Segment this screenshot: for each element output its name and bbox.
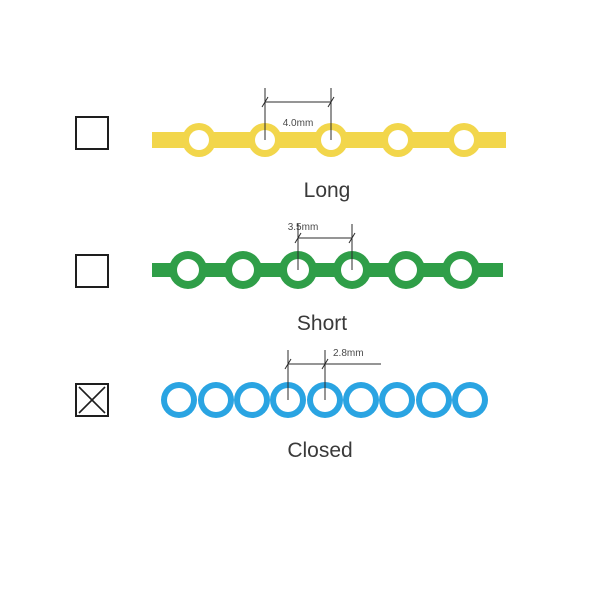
- chain-ring-hole: [450, 259, 472, 281]
- chain-ring-hole: [349, 388, 373, 412]
- option-label-closed: Closed: [287, 439, 352, 462]
- option-label-short: Short: [297, 312, 347, 335]
- spacing-label-closed: 2.8mm: [333, 348, 364, 359]
- checkbox-closed[interactable]: [75, 383, 109, 417]
- chain-ring-hole: [232, 259, 254, 281]
- option-closed: 2.8mm Closed: [75, 348, 488, 462]
- chain-ring-hole: [177, 259, 199, 281]
- spacing-dimension-closed: 2.8mm: [284, 348, 381, 400]
- spacing-dimension-long: 4.0mm: [261, 88, 335, 140]
- chain-long: [152, 123, 506, 157]
- chain-ring-hole: [167, 388, 191, 412]
- check-cross-icon: [78, 386, 106, 414]
- chain-ring-hole: [189, 130, 209, 150]
- spacing-label-short: 3.5mm: [288, 222, 319, 233]
- chain-ring-hole: [388, 130, 408, 150]
- chain-short: [152, 251, 503, 289]
- spacing-dimension-short: 3.5mm: [288, 222, 356, 270]
- option-label-long: Long: [304, 179, 351, 202]
- checkbox-long[interactable]: [75, 116, 109, 150]
- chain-ring-hole: [204, 388, 228, 412]
- option-long: 4.0mm Long: [75, 88, 506, 202]
- option-short: 3.5mm Short: [75, 222, 503, 335]
- chain-ring-hole: [454, 130, 474, 150]
- spacing-label-long: 4.0mm: [283, 118, 314, 129]
- chain-ring-hole: [395, 259, 417, 281]
- chain-ring-hole: [458, 388, 482, 412]
- chain-ring-hole: [422, 388, 446, 412]
- chain-ring-hole: [385, 388, 409, 412]
- checkbox-short[interactable]: [75, 254, 109, 288]
- chain-ring-hole: [240, 388, 264, 412]
- chain-closed: [161, 382, 488, 418]
